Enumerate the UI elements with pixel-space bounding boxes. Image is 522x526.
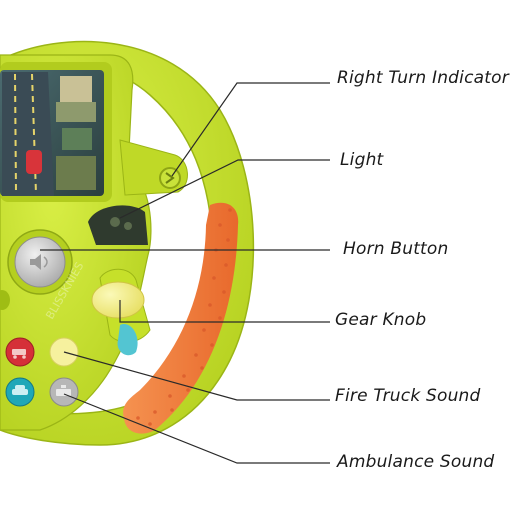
- screen-building: [62, 128, 92, 150]
- light-bulb: [124, 222, 132, 230]
- leader-line-fire-truck: [63, 351, 330, 401]
- light-bulb: [110, 217, 120, 227]
- speaker-icon: [30, 254, 48, 270]
- ambulance-icon: [56, 385, 71, 396]
- label-gear-knob: Gear Knob: [335, 310, 427, 330]
- side-button: [0, 290, 10, 310]
- orange-grip: [123, 202, 239, 434]
- label-right-turn-indicator: Right Turn Indicator: [337, 68, 509, 88]
- label-fire-truck-sound: Fire Truck Sound: [335, 386, 481, 406]
- gear-knob: [91, 281, 145, 319]
- screen-building: [60, 76, 92, 102]
- right-turn-indicator-button: [159, 167, 181, 189]
- leader-line-gear: [119, 300, 330, 323]
- leader-line-light: [119, 159, 330, 219]
- label-light: Light: [340, 150, 384, 170]
- screen-red-car: [26, 150, 42, 174]
- screen-building: [56, 156, 96, 190]
- fire-truck-icon: [12, 349, 26, 359]
- arrow-icon: [165, 172, 175, 184]
- leader-lines: [40, 82, 330, 464]
- wheel-rim: [0, 40, 255, 446]
- leader-line-right-turn: [171, 82, 330, 177]
- label-ambulance-sound: Ambulance Sound: [337, 452, 495, 472]
- gear-base-accent: [117, 324, 138, 356]
- screen-road: [2, 72, 54, 196]
- screen-lane-line: [14, 73, 17, 195]
- grip-texture: [136, 208, 232, 426]
- label-horn-button: Horn Button: [343, 239, 449, 259]
- screen-building: [56, 102, 96, 122]
- leader-line-ambulance: [63, 393, 330, 464]
- car-icon: [12, 385, 28, 395]
